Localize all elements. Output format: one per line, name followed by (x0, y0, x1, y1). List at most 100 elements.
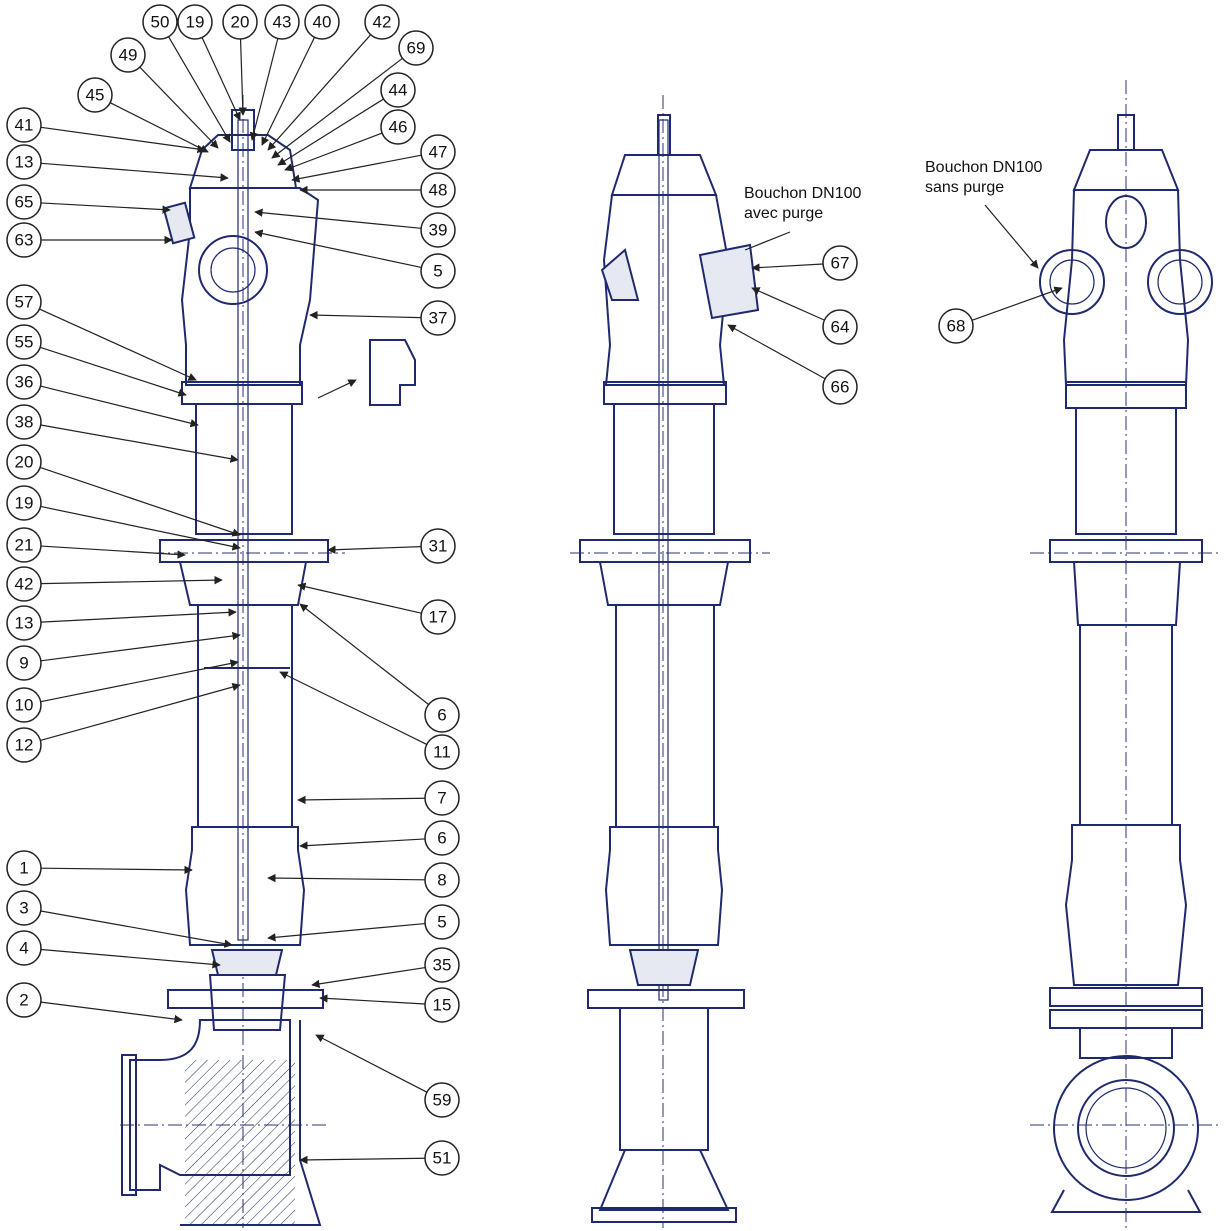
callout-label-11: 11 (433, 743, 451, 762)
callout-label-42: 42 (373, 13, 392, 32)
left-head-body (180, 187, 320, 386)
middle-valve (628, 949, 700, 986)
callout-leader-67 (751, 263, 824, 272)
callout-circle-38 (6, 404, 42, 440)
callout-circle-20 (6, 444, 42, 480)
callout-label-48: 48 (429, 181, 448, 200)
callout-leader-39 (254, 208, 422, 229)
callout-circle-57 (6, 284, 42, 320)
callout-circle-67 (822, 245, 858, 281)
callout-label-17: 17 (429, 608, 448, 627)
right-note-line2: sans purge (925, 179, 1005, 196)
middle-base (591, 1207, 737, 1223)
callout-leader-42 (267, 34, 372, 151)
callout-leader-46 (284, 132, 383, 172)
callout-circle-51 (424, 1140, 460, 1176)
callout-leader-47 (291, 154, 422, 183)
callout-circle-68 (938, 308, 974, 344)
right-upper-barrel (1075, 407, 1177, 535)
callout-leader-9 (40, 631, 241, 662)
callout-leader-44 (277, 98, 384, 166)
callout-leader-12 (40, 682, 241, 742)
callout-leader-7 (297, 795, 426, 805)
middle-riser (619, 1007, 709, 1151)
callout-circle-8 (424, 862, 460, 898)
callout-circle-40 (304, 4, 340, 40)
middle-shoe-body (604, 826, 724, 946)
callout-leader-15 (319, 994, 426, 1005)
middle-bottom-flange (587, 989, 745, 1009)
right-exterior-view (1030, 80, 1222, 1228)
callout-circle-6 (424, 697, 460, 733)
callout-leader-5 (254, 229, 422, 269)
middle-note: Bouchon DN100 avec purge (744, 184, 861, 224)
middle-note-leader (744, 231, 791, 251)
middle-foot (598, 1149, 730, 1211)
callout-leader-35 (311, 966, 426, 989)
callout-leader-20 (39, 466, 241, 537)
callout-circle-41 (6, 107, 42, 143)
callout-label-49: 49 (119, 46, 138, 65)
middle-note-line2: avec purge (744, 205, 824, 222)
callout-leader-19 (40, 505, 241, 551)
callout-leader-66 (727, 324, 826, 380)
left-break-coupling (178, 561, 308, 606)
callout-label-13: 13 (15, 614, 34, 633)
callout-leader-57 (39, 308, 197, 381)
callout-label-7: 7 (437, 789, 446, 808)
callout-circle-59 (424, 1082, 460, 1118)
callout-leader-2 (40, 1001, 183, 1024)
middle-head-body (602, 194, 730, 386)
callout-leader-10 (40, 659, 239, 703)
callout-label-64: 64 (831, 318, 850, 337)
callout-circle-50 (142, 4, 178, 40)
callout-circle-2 (6, 982, 42, 1018)
right-inlet-bore (1077, 1079, 1175, 1177)
callout-label-43: 43 (273, 13, 292, 32)
callout-label-51: 51 (433, 1149, 452, 1168)
callout-label-65: 65 (15, 193, 34, 212)
callout-label-69: 69 (407, 39, 426, 58)
callout-circle-37 (420, 300, 456, 336)
callout-label-41: 41 (15, 116, 34, 135)
left-valve-cage (208, 974, 287, 1031)
callout-leader-1 (40, 865, 193, 875)
left-outlet-ring (198, 235, 268, 305)
callout-label-37: 37 (429, 309, 448, 328)
middle-upper-barrel (613, 403, 715, 535)
middle-purge-cap (698, 243, 760, 320)
callout-circle-49 (110, 37, 146, 73)
callout-leader-3 (40, 910, 233, 948)
callout-leader-20 (238, 38, 247, 116)
callout-leader-43 (249, 38, 279, 141)
callout-circle-6 (424, 820, 460, 856)
callout-label-50: 50 (151, 13, 170, 32)
callout-label-40: 40 (313, 13, 332, 32)
callout-label-2: 2 (19, 991, 28, 1010)
left-section-view (120, 95, 416, 1228)
callout-circle-13 (6, 144, 42, 180)
callout-leader-19 (201, 37, 241, 121)
callout-circle-69 (398, 30, 434, 66)
callout-label-1: 1 (19, 859, 28, 878)
callout-circle-15 (424, 987, 460, 1023)
callout-label-21: 21 (15, 536, 34, 555)
callout-leader-21 (40, 545, 186, 559)
callout-circle-46 (380, 109, 416, 145)
callout-leader-13 (40, 162, 229, 182)
callout-leaders (39, 34, 1063, 1165)
callout-label-6: 6 (437, 829, 446, 848)
callout-label-35: 35 (433, 956, 452, 975)
callout-leader-17 (297, 582, 422, 614)
callout-label-36: 36 (15, 373, 34, 392)
callout-label-42: 42 (15, 575, 34, 594)
callout-leader-8 (267, 873, 426, 883)
callout-circle-39 (420, 212, 456, 248)
callout-circle-19 (6, 485, 42, 521)
callout-label-44: 44 (389, 81, 408, 100)
callout-leader-41 (40, 126, 206, 154)
callout-label-68: 68 (947, 317, 966, 336)
callout-label-12: 12 (15, 736, 34, 755)
callout-label-15: 15 (433, 996, 452, 1015)
callout-leader-50 (168, 36, 231, 143)
